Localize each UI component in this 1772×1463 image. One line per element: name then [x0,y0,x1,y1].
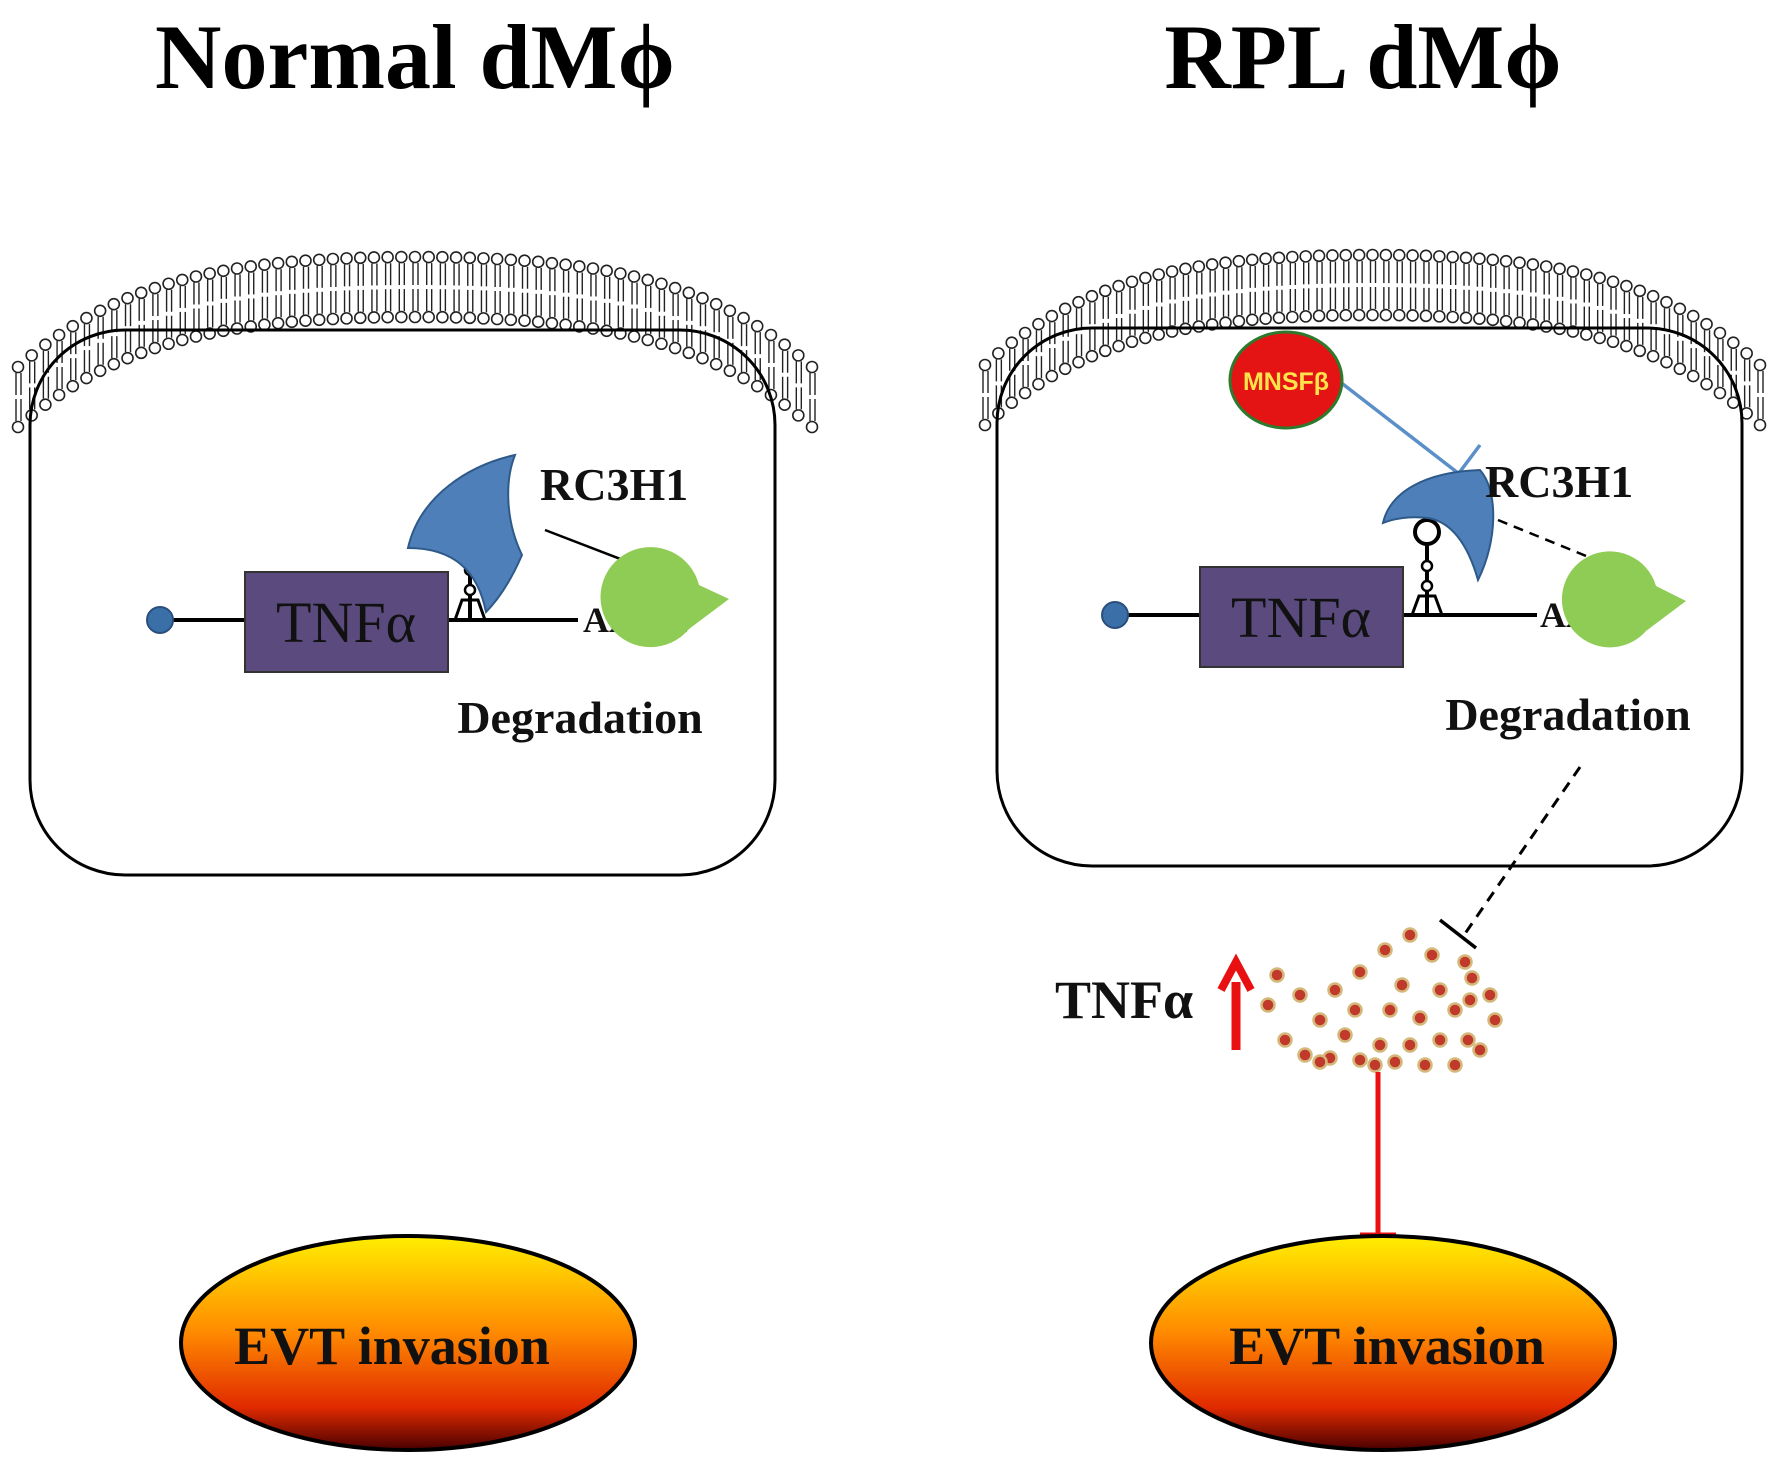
mnsf-beta-node [1228,330,1344,430]
secretion-inhibition-bar [1438,918,1478,950]
up-arrow-icon [1217,953,1255,1050]
evt-invasion-ellipse [179,1234,637,1452]
outcome-label: EVT invasion [1229,1316,1545,1376]
outcome-label: EVT invasion [234,1316,550,1376]
inhibition-line [1333,376,1460,475]
cell-outline [995,326,1744,868]
tnf-cytokine-cloud [1260,927,1503,1073]
gene-label: TNFα [276,590,416,655]
secreted-label: TNFα [1055,970,1193,1030]
tnf-gene-box [1199,566,1404,668]
promoter-dot-icon [1101,601,1129,629]
tnf-gene-box [244,571,449,673]
panel-normal: Normal dMϕ TNFα RC3H1 AAAA Degradation E… [11,6,819,1452]
evt-invasion-ellipse [1149,1234,1617,1452]
degradation-label: Degradation [457,692,702,743]
inhibitor-label: MNSFβ [1243,368,1329,396]
stem-loop-icon [1410,518,1444,616]
panel-rpl: RPL dMϕ MNSFβ TNFα RC3H1 AAAA Degradatio… [978,6,1767,1452]
protein-label: RC3H1 [540,459,688,510]
protein-label: RC3H1 [1485,456,1633,507]
secretion-inhibition-dashed [1460,766,1582,939]
rc3h1-protein [1381,468,1495,583]
panel-title: Normal dMϕ [155,6,675,108]
degradation-label: Degradation [1445,689,1690,740]
promoter-dot-icon [146,606,174,634]
gene-label: TNFα [1231,585,1371,650]
degrader-enzyme [1561,551,1686,648]
cell-outline [28,328,777,877]
panel-title: RPL dMϕ [1164,6,1561,108]
lipid-bilayer-icon [11,250,819,434]
lipid-bilayer-icon [978,248,1767,432]
degrader-enzyme [600,547,729,648]
rc3h1-protein [406,453,524,615]
